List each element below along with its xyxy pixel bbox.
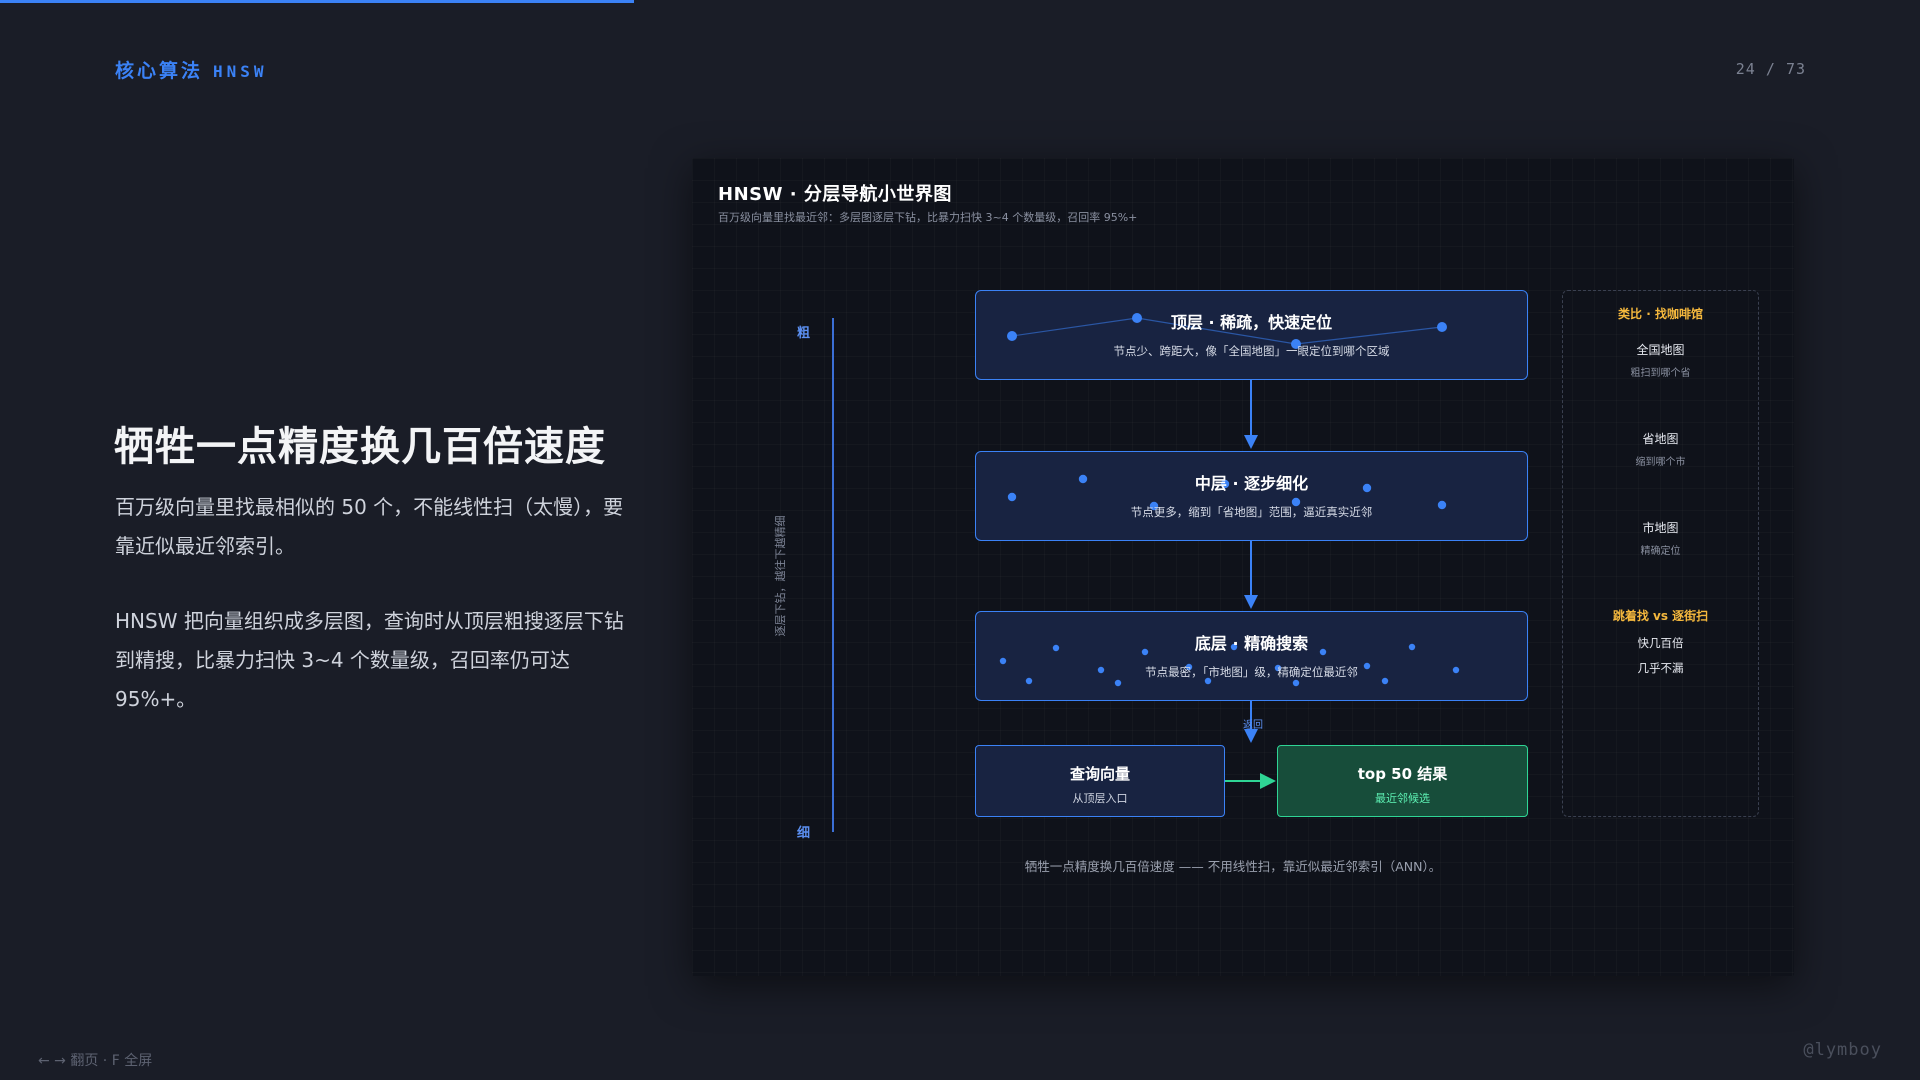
graph-node <box>1291 339 1301 349</box>
graph-node <box>1274 664 1282 672</box>
section-label-zh: 核心算法 <box>115 60 204 82</box>
axis-coarse-label: 粗 <box>797 326 811 341</box>
arrow-head <box>1244 435 1258 449</box>
result-title: top 50 结果 <box>1357 765 1448 783</box>
page-current: 24 <box>1735 60 1756 78</box>
result-subtitle: 最近邻候选 <box>1375 792 1430 805</box>
navigation-hint: ← → 翻页 · F 全屏 <box>38 1053 153 1069</box>
analogy-item-sub: 精确定位 <box>1640 546 1681 557</box>
analogy-title: 类比 · 找咖啡馆 <box>1618 307 1703 321</box>
query-vector-box: 查询向量 从顶层入口 <box>975 745 1225 817</box>
analogy-item-city: 市地图 精确定位 <box>1563 519 1758 557</box>
diagram-subtitle: 百万级向量里找最近邻：多层图逐层下钻，比暴力扫快 3~4 个数量级，召回率 95… <box>718 211 1138 224</box>
compare-point-speed: 快几百倍 <box>1637 636 1684 650</box>
arrow-head <box>1244 595 1258 609</box>
return-label: 返回 <box>1243 720 1263 731</box>
axis-description: 逐层下钻，越往下越精细 <box>774 515 787 637</box>
diagram-card: HNSW · 分层导航小世界图 百万级向量里找最近邻：多层图逐层下钻，比暴力扫快… <box>692 158 1794 976</box>
graph-node <box>1437 500 1447 510</box>
analogy-panel: 类比 · 找咖啡馆 全国地图 粗扫到哪个省 省地图 缩到哪个市 市地图 精确定位… <box>1562 290 1759 817</box>
page-headline: 牺牲一点精度换几百倍速度 <box>114 424 606 470</box>
section-label-en: HNSW <box>213 62 268 81</box>
layer-top-description: 节点少、跨距大，像「全国地图」一眼定位到哪个区域 <box>1113 344 1390 358</box>
layer-top-box: 顶层 · 稀疏，快速定位 节点少、跨距大，像「全国地图」一眼定位到哪个区域 <box>975 290 1528 380</box>
graph-node <box>1052 644 1060 652</box>
graph-node <box>1204 677 1212 685</box>
page-counter: 24 / 73 <box>1736 60 1806 78</box>
graph-node <box>1220 479 1230 489</box>
coarse-to-fine-axis <box>832 318 834 832</box>
layer-middle-description: 节点更多，缩到「省地图」范围，逼近真实近邻 <box>1130 505 1373 519</box>
query-title: 查询向量 <box>1069 765 1130 783</box>
layer-bottom-graph <box>999 643 1460 687</box>
layer-top-title: 顶层 · 稀疏，快速定位 <box>1170 313 1333 332</box>
graph-node <box>999 657 1007 665</box>
graph-node <box>1007 331 1017 341</box>
graph-node <box>1025 677 1033 685</box>
analogy-item-sub: 粗扫到哪个省 <box>1630 368 1691 379</box>
diagram-title: HNSW · 分层导航小世界图 <box>718 184 952 205</box>
graph-node <box>1381 677 1389 685</box>
compare-title: 跳着找 vs 逐街扫 <box>1612 609 1709 623</box>
graph-node <box>1132 313 1142 323</box>
layer-bottom-box: 底层 · 精确搜索 节点最密，「市地图」级，精确定位最近邻 <box>975 611 1528 701</box>
analogy-item-title: 市地图 <box>1642 521 1679 535</box>
diagram-caption: 牺牲一点精度换几百倍速度 —— 不用线性扫，靠近似最近邻索引（ANN）。 <box>1024 859 1442 874</box>
analogy-item-province: 省地图 缩到哪个市 <box>1563 430 1758 468</box>
section-label: 核心算法 HNSW <box>115 56 268 83</box>
hnsw-paragraph: HNSW 把向量组织成多层图，查询时从顶层粗搜逐层下钻到精搜，比暴力扫快 3~4… <box>115 609 624 711</box>
analogy-item-sub: 缩到哪个市 <box>1635 457 1686 468</box>
graph-node <box>1362 483 1372 493</box>
graph-node <box>1114 679 1122 687</box>
graph-node <box>1230 643 1238 651</box>
progress-bar-fill <box>0 0 634 3</box>
graph-node <box>1097 666 1105 674</box>
author-handle: @lymboy <box>1803 1040 1882 1060</box>
graph-node <box>1319 648 1327 656</box>
analogy-item-title: 省地图 <box>1642 432 1679 446</box>
layer-middle-box: 中层 · 逐步细化 节点更多，缩到「省地图」范围，逼近真实近邻 <box>975 451 1528 541</box>
query-subtitle: 从顶层入口 <box>1072 792 1128 805</box>
arrow-head <box>1244 729 1258 743</box>
arrow-head <box>1260 773 1276 789</box>
graph-node <box>1149 501 1159 511</box>
analogy-item-country: 全国地图 粗扫到哪个省 <box>1563 341 1758 379</box>
graph-node <box>1141 648 1149 656</box>
layer-top-graph <box>1007 313 1447 349</box>
analogy-item-title: 全国地图 <box>1636 343 1685 357</box>
graph-node <box>1291 497 1301 507</box>
layer-middle-graph <box>1007 474 1447 511</box>
graph-node <box>1363 662 1371 670</box>
graph-node <box>1408 643 1416 651</box>
intro-paragraph: 百万级向量里找最相似的 50 个，不能线性扫（太慢），要靠近似最近邻索引。 <box>115 495 624 558</box>
layer-middle-title: 中层 · 逐步细化 <box>1194 474 1309 493</box>
page-total: 73 <box>1785 60 1806 78</box>
graph-node <box>1185 663 1193 671</box>
graph-node <box>1292 679 1300 687</box>
graph-node <box>1437 322 1447 332</box>
graph-node <box>1452 666 1460 674</box>
compare-point-recall: 几乎不漏 <box>1637 661 1684 675</box>
layer-bottom-description: 节点最密，「市地图」级，精确定位最近邻 <box>1145 665 1358 679</box>
layer-bottom-title: 底层 · 精确搜索 <box>1194 634 1309 653</box>
graph-node <box>1078 474 1088 484</box>
result-box: top 50 结果 最近邻候选 <box>1277 745 1528 817</box>
layer-top-edges <box>1011 317 1443 345</box>
graph-node <box>1007 492 1017 502</box>
page-separator: / <box>1765 60 1776 78</box>
axis-fine-label: 细 <box>797 826 811 841</box>
progress-bar <box>0 0 1920 3</box>
